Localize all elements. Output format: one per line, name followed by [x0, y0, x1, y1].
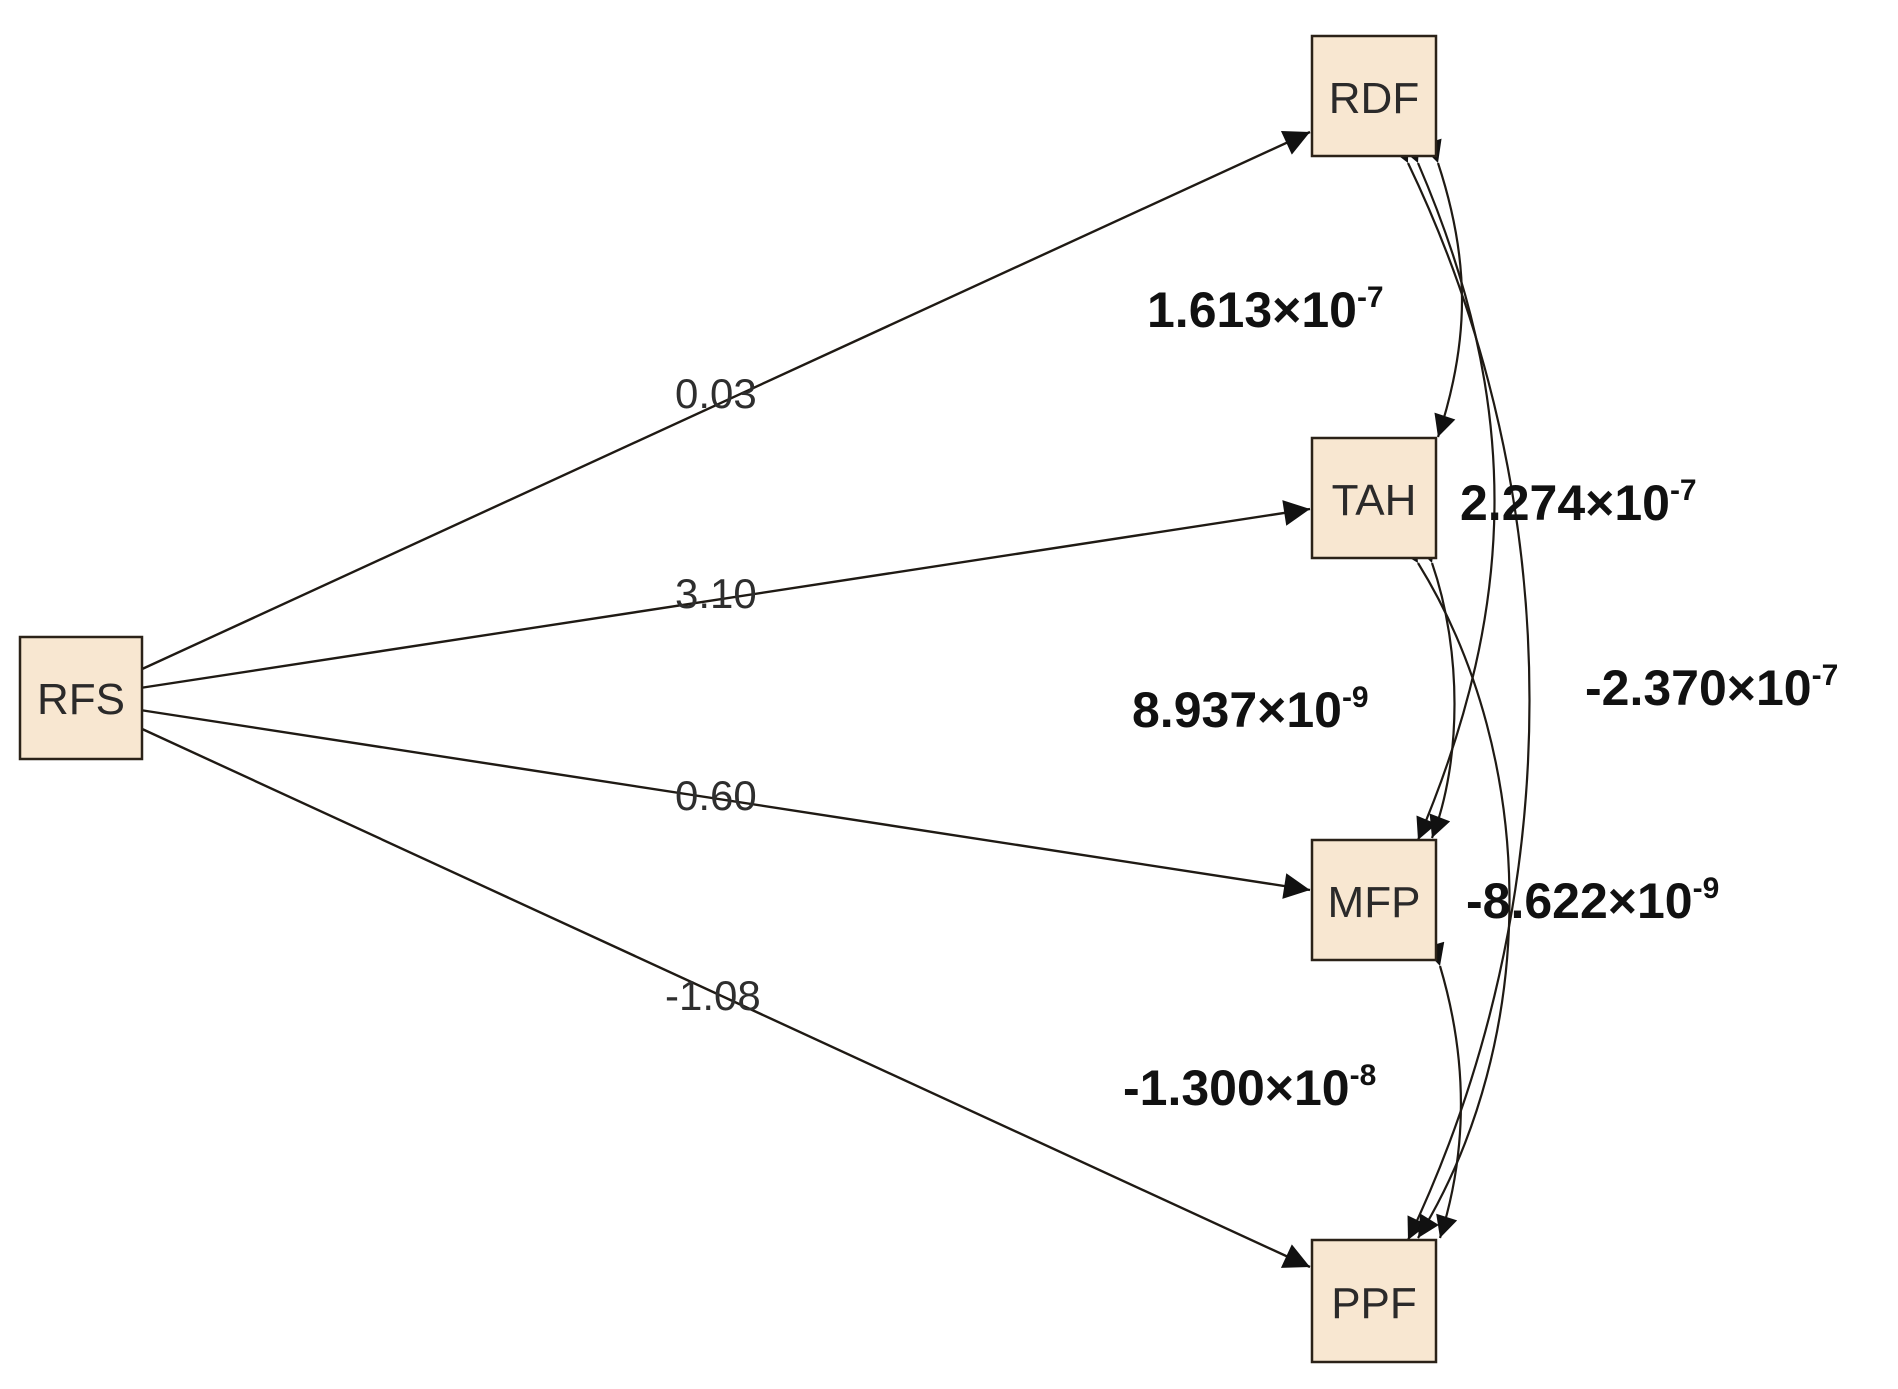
cov-label-rdf-tah: 1.613×10-7	[1147, 281, 1384, 338]
path-rfs-tah	[139, 500, 1311, 690]
path-label-rfs-ppf: -1.08	[665, 972, 761, 1019]
node-ppf: PPF	[1310, 1238, 1438, 1364]
node-label-ppf: PPF	[1331, 1279, 1417, 1328]
path-rfs-mfp	[139, 708, 1311, 899]
node-label-rdf: RDF	[1329, 74, 1419, 123]
cov-label-rdf-ppf: -2.370×10-7	[1585, 659, 1838, 716]
path-rfs-rdf	[139, 130, 1311, 672]
cov-rdf-ppf	[1388, 138, 1531, 1241]
node-label-mfp: MFP	[1328, 878, 1421, 927]
path-rfs-ppf	[139, 726, 1311, 1269]
node-rdf: RDF	[1310, 34, 1438, 158]
path-label-rfs-tah: 3.10	[675, 570, 757, 617]
cov-label-mfp-ppf: -1.300×10-8	[1123, 1059, 1376, 1116]
node-tah: TAH	[1310, 436, 1438, 560]
cov-mfp-ppf	[1423, 941, 1463, 1239]
node-label-tah: TAH	[1332, 476, 1417, 525]
cov-label-tah-mfp: 8.937×10-9	[1132, 681, 1369, 738]
cov-rdf-tah	[1420, 138, 1464, 438]
node-label-rfs: RFS	[37, 675, 125, 724]
node-mfp: MFP	[1310, 838, 1438, 962]
path-label-rfs-rdf: 0.03	[675, 370, 757, 417]
cov-tah-ppf	[1397, 538, 1511, 1239]
cov-label-rdf-mfp: 2.274×10-7	[1460, 474, 1697, 531]
node-rfs: RFS	[18, 635, 144, 761]
cov-rdf-mfp	[1399, 138, 1496, 841]
path-label-rfs-mfp: 0.60	[675, 772, 757, 819]
cov-tah-mfp	[1414, 538, 1456, 839]
cov-label-tah-ppf: -8.622×10-9	[1466, 872, 1719, 929]
